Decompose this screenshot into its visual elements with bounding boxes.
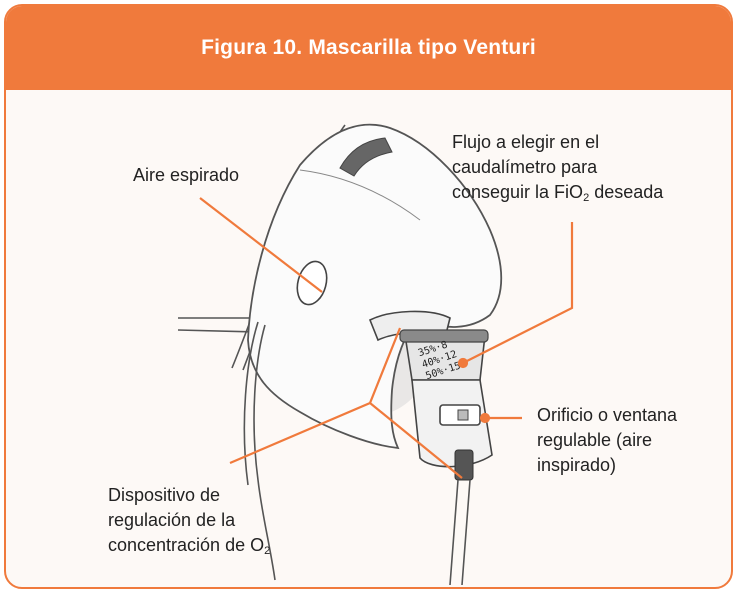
label-flujo-line3-post: deseada [589,182,664,202]
leader-aire-espirado [199,197,323,293]
valve-ring [399,329,489,343]
label-flujo-line3: conseguir la FiO2 deseada [452,180,663,211]
leader-dispositivo [229,327,463,479]
oxygen-tubing-connector [454,449,474,481]
nose-clip [339,137,393,177]
label-flujo-line1: Flujo a elegir en el [452,132,600,152]
mask-strap-left [177,317,259,333]
label-dispositivo: Dispositivo de regulación de la concentr… [108,483,270,564]
leader-flujo [462,222,574,364]
leader-orificio-dot [479,412,491,424]
label-dispositivo-line2: regulación de la [108,510,236,530]
label-flujo-line2: caudalímetro para [452,157,598,177]
label-orificio-line1: Orificio o ventana [537,405,678,425]
label-orificio-line2: regulable (aire [537,430,653,450]
label-dispositivo-line3-pre: concentración de O [108,535,265,555]
label-aire-espirado-text: Aire espirado [133,165,240,185]
label-flujo-line3-pre: conseguir la FiO [452,182,584,202]
label-flujo-subscript: 2 [583,192,590,204]
mask-strap-lower [243,321,276,581]
label-dispositivo-subscript: 2 [264,545,271,557]
mask-body [247,123,503,450]
figure-title: Figura 10. Mascarilla tipo Venturi [201,36,536,59]
mask-rim [299,169,421,221]
figure-card: Figura 10. Mascarilla tipo Venturi [4,4,733,589]
leader-flujo-dot [457,357,469,369]
label-orificio: Orificio o ventana regulable (aire inspi… [537,403,677,478]
label-flujo: Flujo a elegir en el caudalímetro para c… [452,130,663,211]
label-aire-espirado: Aire espirado [133,163,239,188]
figure-header: Figura 10. Mascarilla tipo Venturi [6,6,731,90]
label-dispositivo-line1: Dispositivo de [108,485,221,505]
air-window-shutter [457,409,469,421]
leader-lines [199,197,574,479]
label-dispositivo-line3: concentración de O2 [108,533,270,564]
label-orificio-line3: inspirado) [537,455,617,475]
oxygen-tubing [449,479,471,586]
